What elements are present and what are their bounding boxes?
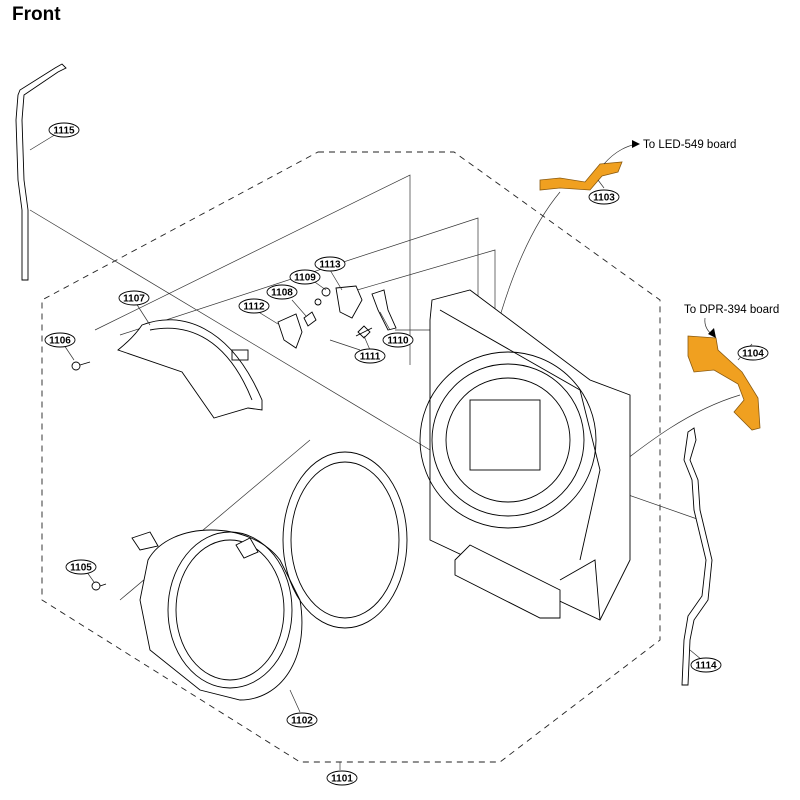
label-1111: 1111 [354, 348, 386, 364]
svg-text:1112: 1112 [243, 302, 265, 313]
svg-text:1110: 1110 [387, 336, 409, 347]
part-1115-rod [15, 63, 67, 281]
svg-text:1102: 1102 [291, 716, 313, 727]
gasket-ring [282, 451, 408, 629]
callout-dpr-board: To DPR-394 board [684, 304, 779, 316]
label-1109: 1109 [289, 269, 321, 285]
callout-led-board: To LED-549 board [643, 139, 736, 151]
assembly-boundary [41, 151, 661, 763]
label-1108: 1108 [266, 284, 298, 300]
svg-text:1109: 1109 [294, 273, 316, 284]
part-1113-bracket [335, 285, 363, 319]
label-1110: 1110 [382, 332, 414, 348]
part-1106-screw [71, 361, 91, 371]
label-1115: 1115 [48, 122, 80, 138]
part-1104-flex [687, 335, 761, 431]
svg-text:1108: 1108 [271, 288, 293, 299]
part-1112-latch [277, 313, 303, 349]
part-1107-shield [117, 319, 263, 419]
label-1103: 1103 [588, 189, 620, 205]
part-1109-screw [314, 287, 331, 306]
svg-text:1103: 1103 [593, 193, 615, 204]
svg-text:1106: 1106 [49, 336, 71, 347]
label-1105: 1105 [65, 559, 97, 575]
part-1108-spring [303, 311, 317, 327]
label-1107: 1107 [118, 290, 150, 306]
label-1113: 1113 [314, 256, 346, 272]
label-1104: 1104 [737, 345, 769, 361]
svg-text:1105: 1105 [70, 563, 92, 574]
part-1110-lever [371, 289, 397, 331]
label-1112: 1112 [238, 298, 270, 314]
svg-text:1107: 1107 [123, 294, 145, 305]
label-leaders [29, 127, 753, 770]
part-1114-rod [681, 427, 713, 686]
svg-text:1114: 1114 [695, 661, 717, 672]
part-1103-flex [539, 161, 623, 191]
label-1114: 1114 [690, 657, 722, 673]
svg-text:1111: 1111 [360, 352, 381, 363]
svg-text:1115: 1115 [53, 126, 75, 137]
front-frame-body [419, 289, 631, 621]
svg-text:1104: 1104 [742, 349, 764, 360]
label-1101: 1101 [326, 770, 358, 786]
part-1111-spring [355, 325, 373, 339]
svg-text:1113: 1113 [319, 260, 341, 271]
part-1105-screw [91, 581, 107, 591]
part-1102-mount-ring [131, 529, 303, 701]
label-1106: 1106 [44, 332, 76, 348]
diagram-title: Front [12, 4, 61, 25]
svg-text:1101: 1101 [331, 774, 353, 785]
label-1102: 1102 [286, 712, 318, 728]
callout-arrows [603, 140, 716, 338]
